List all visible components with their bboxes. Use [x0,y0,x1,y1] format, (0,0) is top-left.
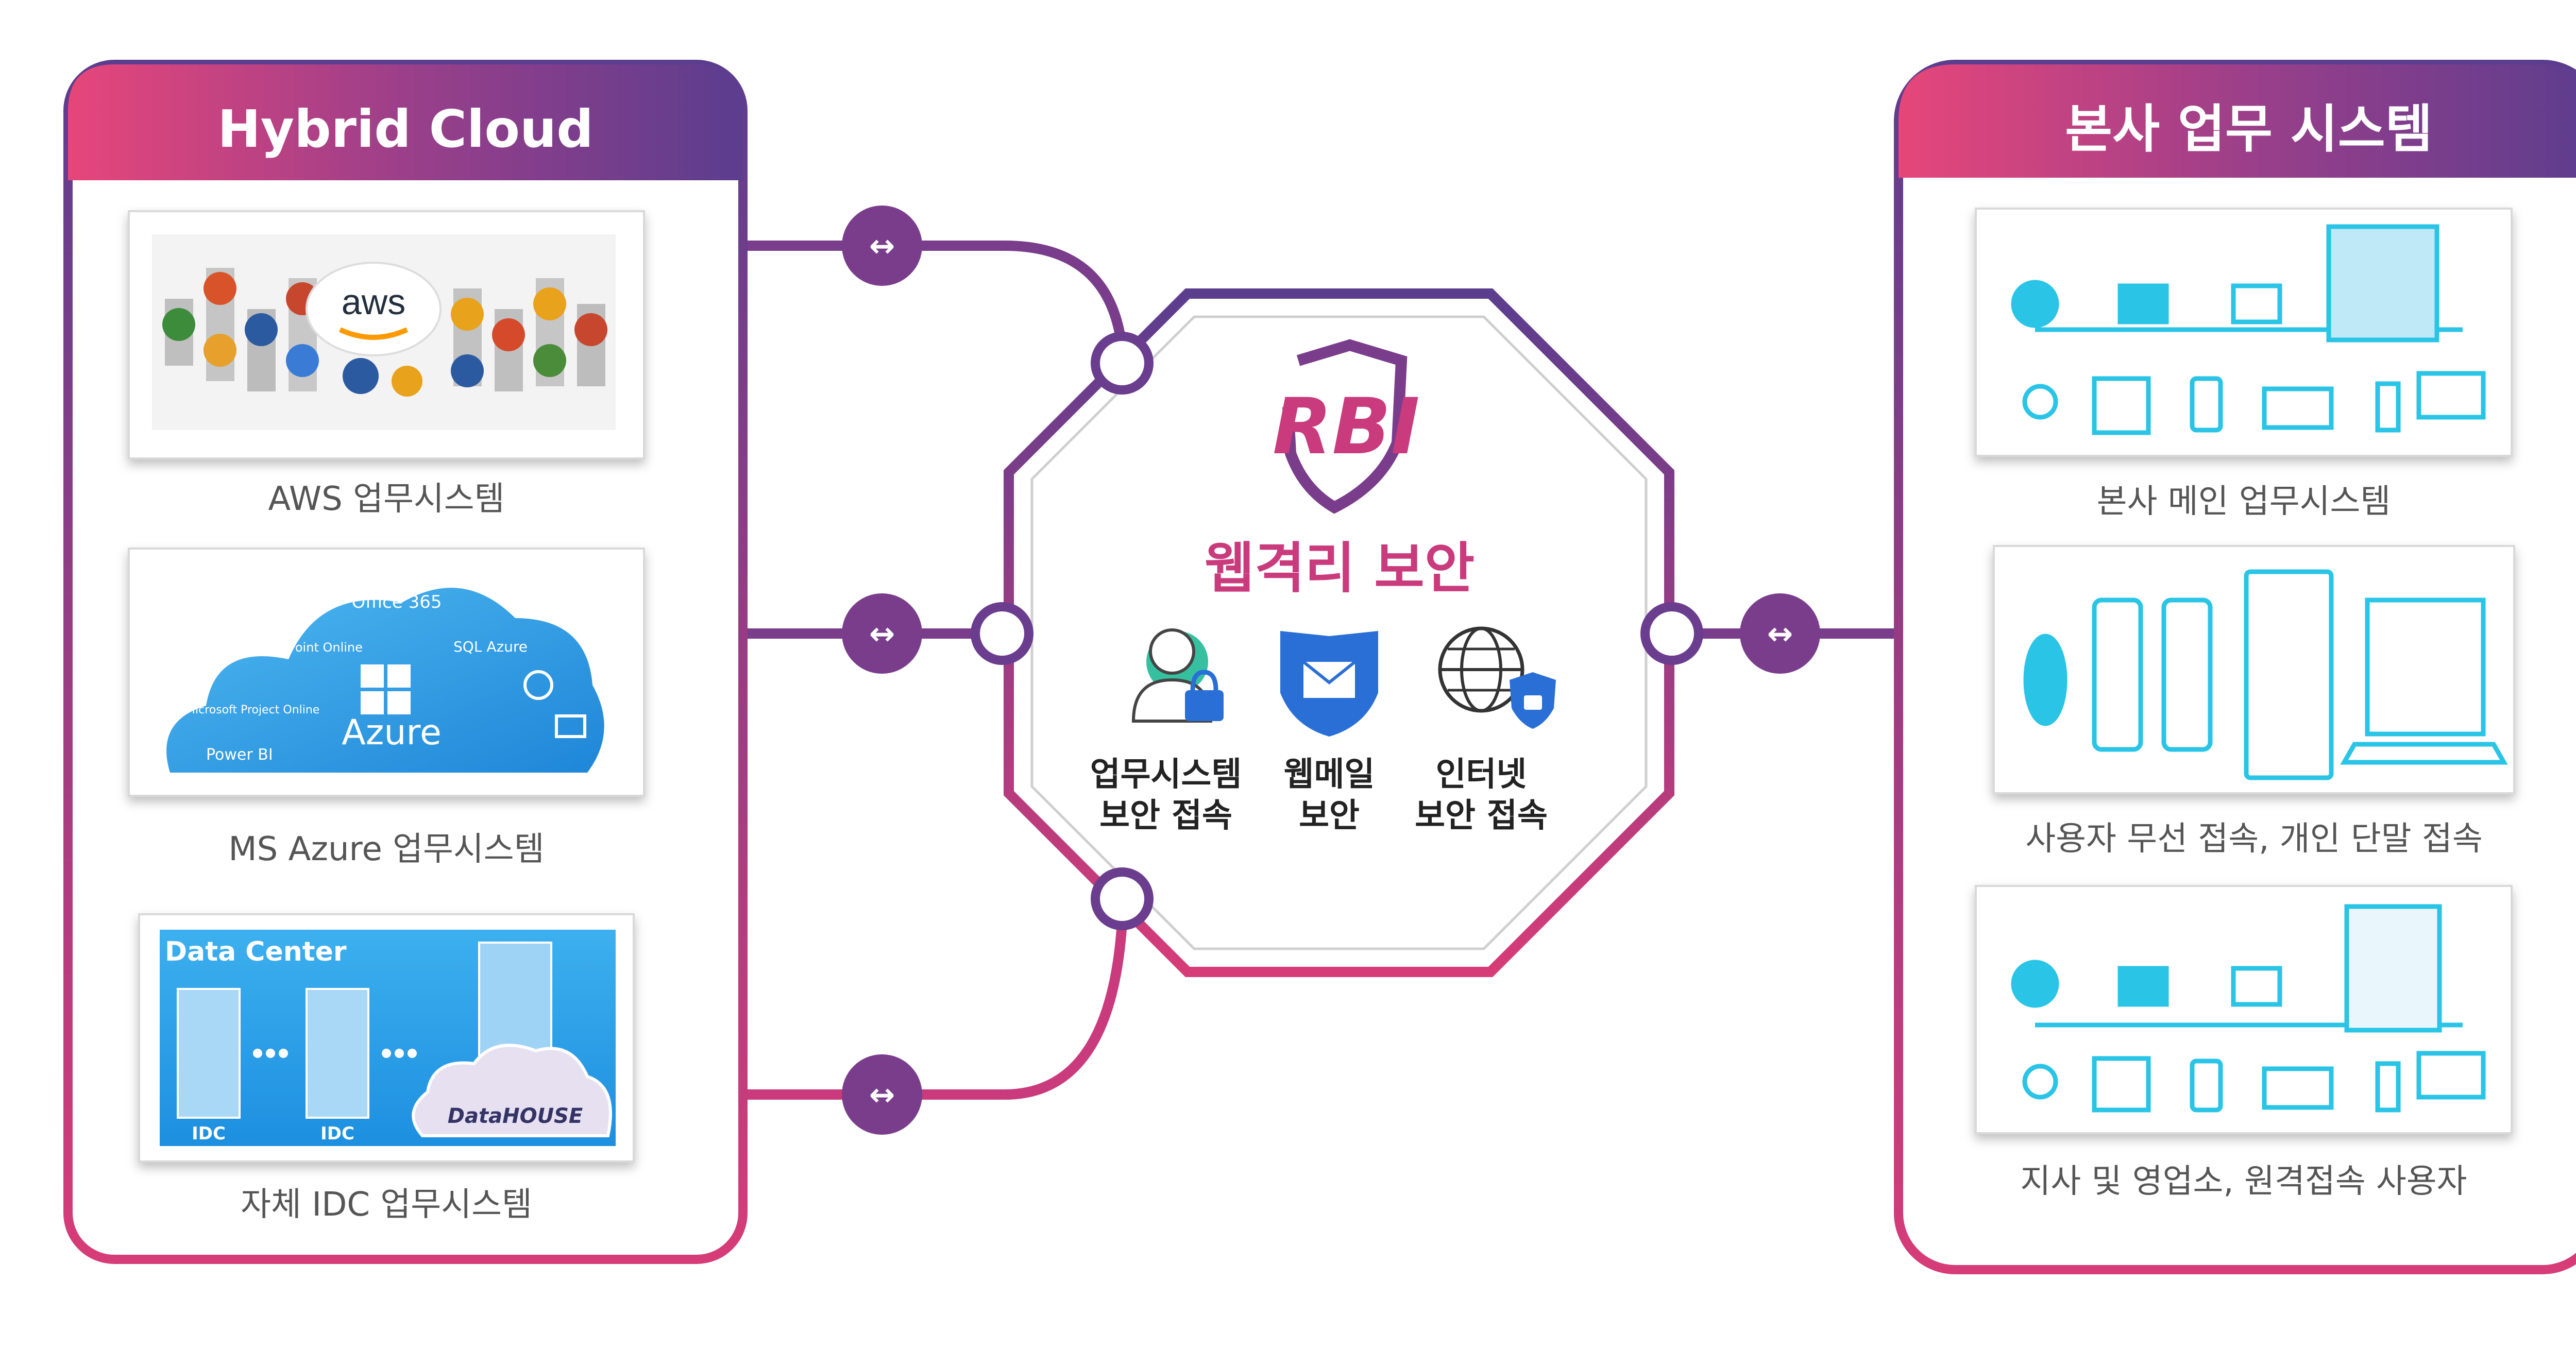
right-panel-title: 본사 업무 시스템 [2065,99,2433,159]
badge-azure: ↔ [842,593,922,674]
sqlazure-label: SQL Azure [453,638,528,655]
idc-label-2: IDC [320,1123,354,1144]
router-icon [2011,280,2059,328]
datacenter-label: Data Center [165,936,347,967]
left-panel-title: Hybrid Cloud [217,99,594,159]
port-right [1640,602,1703,665]
idc-label-1: IDC [192,1123,226,1144]
azure-cloud [166,588,604,773]
branch-building-icon [2344,904,2442,1033]
rbi-logo-text: RBI [1273,382,1420,472]
connector-idc [744,898,1128,1100]
tablet-icon [2244,569,2334,780]
rbi-shield-icon [1282,339,1408,514]
monitor-icon [2416,371,2486,420]
webcam-icon [2022,384,2058,420]
device-icons [2023,569,2508,780]
badge-hq: ↔ [1740,593,1820,674]
wireless-card: 사용자 무선 접속, 개인 단말 접속 [1993,545,2515,858]
port-left [971,602,1033,665]
windows-logo-icon [361,664,411,714]
azure-card: Office 365 SharePoint Online SQL Azure M… [128,548,645,868]
feature-webmail: 웹메일 보안 [1280,631,1378,835]
project-label: Microsoft Project Online [185,704,319,716]
branch-card: 지사 및 영업소, 원격접속 사용자 [1975,885,2513,1201]
feature-1-line1: 업무시스템 [1090,756,1242,794]
connector-badges: ↔ ↔ ↔ ↔ [842,206,1820,1135]
rbi-center-node: RBI 웹격리 보안 업무시스템 보안 접속 웹메일 보안 [971,288,1703,977]
switch-icon [2231,283,2282,324]
center-title: 웹격리 보안 [1205,537,1475,600]
arrow-lr-icon: ↔ [869,1077,895,1113]
office365-label: Office 365 [352,592,442,612]
azure-caption: MS Azure 업무시스템 [228,830,544,868]
arrow-lr-icon: ↔ [1767,616,1793,652]
rbi-logo: RBI [1273,339,1420,514]
feature-2-line2: 보안 [1299,797,1360,835]
server-icon [2092,376,2151,435]
laptop-icon [2262,1066,2334,1110]
feature-internet: 인터넷 보안 접속 [1415,626,1556,835]
idc-caption: 자체 IDC 업무시스템 [241,1186,532,1224]
firewall-icon [2117,283,2169,324]
badge-aws: ↔ [842,206,922,286]
hq-network-icons [2011,224,2486,435]
arrow-lr-icon: ↔ [869,228,895,264]
globe-lock-icon [1438,626,1556,729]
rack-dots [253,1049,417,1058]
azure-side-icon [523,670,553,700]
feature-3-line1: 인터넷 [1436,756,1527,794]
azure-logo-text: Azure [342,712,442,753]
server-icon [2092,1056,2151,1113]
switch-icon [2231,966,2282,1007]
wireless-caption: 사용자 무선 접속, 개인 단말 접속 [2025,820,2483,858]
feature-1-line2: 보안 접속 [1099,797,1232,835]
powerbi-label: Power BI [206,746,273,764]
azure-monitor-icon [555,714,586,738]
mail-shield-icon [1280,631,1378,737]
aws-services-icons: aws [162,262,607,397]
server-racks [177,988,369,1119]
port-top-left [1091,332,1154,395]
hq-main-caption: 본사 메인 업무시스템 [2097,483,2391,521]
feature-system-access: 업무시스템 보안 접속 [1090,628,1242,835]
branch-caption: 지사 및 영업소, 원격접속 사용자 [2020,1163,2467,1201]
branch-network-icons [2011,904,2486,1113]
arrow-lr-icon: ↔ [869,616,895,652]
monitor-icon [2416,1051,2486,1100]
left-panel: Hybrid Cloud [63,60,748,1264]
datahouse-label: DataHOUSE [448,1104,583,1128]
hq-main-card: 본사 메인 업무시스템 [1975,208,2513,521]
mobile-icon [2190,1058,2223,1113]
right-panel: 본사 업무 시스템 본사 메인 업무시스템 [1894,60,2576,1274]
badge-idc: ↔ [842,1054,922,1135]
idc-card: Data Center IDC IDC DataHOUSE 자체 IDC 업무시… [138,913,635,1224]
wifi-icon [2023,634,2067,726]
sharepoint-label: SharePoint Online [252,640,363,655]
feature-3-line2: 보안 접속 [1415,797,1548,835]
aws-logo-text: aws [342,282,405,322]
hq-building-icon [2326,224,2439,343]
octagon-ports [971,332,1703,930]
phone-icon [2092,597,2143,752]
router-icon [2011,960,2059,1008]
feature-2-line1: 웹메일 [1284,756,1375,794]
port-bottom-left [1091,867,1154,930]
phone-icon [2375,1061,2401,1113]
webcam-icon [2022,1064,2058,1100]
mobile-icon [2190,376,2223,433]
firewall-icon [2117,966,2169,1007]
phone-icon-2 [2161,597,2213,752]
connector-aws [744,241,1128,364]
user-lock-icon [1131,628,1224,723]
aws-card: aws AWS 업무시스템 [128,210,645,518]
phone-icon [2375,381,2401,433]
datahouse-cloud [412,1044,612,1137]
laptop-icon [2365,597,2486,737]
laptop-icon [2262,386,2334,430]
aws-caption: AWS 업무시스템 [268,480,505,518]
